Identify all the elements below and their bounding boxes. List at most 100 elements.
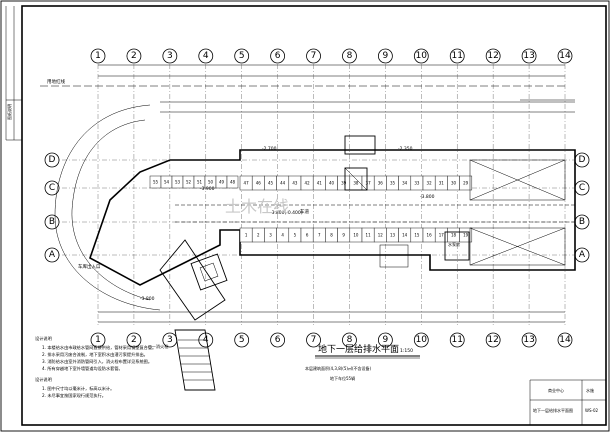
axis-top-label: 1 bbox=[95, 51, 101, 61]
parking-space-41: 41 bbox=[312, 175, 326, 191]
axis-bottom-7: 7 bbox=[306, 332, 321, 348]
parking-space-47: 47 bbox=[239, 175, 253, 191]
note-item-6: 2. 未尽事宜按国家现行规范执行。 bbox=[42, 392, 106, 399]
axis-top-label: 3 bbox=[167, 51, 173, 61]
parking-space-45: 45 bbox=[264, 175, 277, 191]
subtitle-note: 本层建筑面积(4,3,8)(5)㎡(不含设备) bbox=[305, 365, 372, 371]
axis-top-9: 9 bbox=[377, 48, 393, 64]
parking-space-number: 51 bbox=[197, 180, 203, 185]
axis-bottom-label: 10 bbox=[416, 335, 428, 345]
parking-space-34: 34 bbox=[398, 175, 412, 191]
parking-space-number: 31 bbox=[439, 181, 445, 186]
parking-space-49: 49 bbox=[215, 175, 228, 189]
parking-space-number: 11 bbox=[366, 233, 372, 238]
axis-top-2: 2 bbox=[126, 48, 142, 64]
parking-space-17: 17 bbox=[434, 227, 448, 243]
note-item-5: 1. 图中尺寸均以毫米计，标高以米计。 bbox=[42, 385, 114, 392]
axis-top-label: 6 bbox=[275, 51, 281, 61]
axis-grid bbox=[52, 64, 582, 325]
watermark: 土木在线 bbox=[225, 197, 289, 216]
parking-space-35: 35 bbox=[386, 175, 399, 191]
parking-space-53: 53 bbox=[171, 175, 184, 189]
axis-top-7: 7 bbox=[306, 48, 321, 64]
stair-core-1 bbox=[344, 167, 368, 191]
parking-space-number: 43 bbox=[292, 181, 298, 186]
parking-space-number: 50 bbox=[208, 180, 214, 185]
axis-top-12: 12 bbox=[485, 48, 501, 64]
parking-space-number: 38 bbox=[353, 181, 359, 186]
parking-space-number: 33 bbox=[414, 181, 420, 186]
axis-right-label: D bbox=[579, 155, 586, 165]
parking-space-number: 6 bbox=[306, 233, 309, 238]
axis-top-label: 11 bbox=[452, 51, 463, 61]
axis-top-8: 8 bbox=[342, 48, 357, 64]
axis-top-label: 5 bbox=[239, 51, 245, 61]
parking-space-8: 8 bbox=[325, 227, 338, 243]
axis-top-label: 14 bbox=[559, 51, 571, 61]
parking-space-number: 7 bbox=[318, 233, 321, 238]
parking-space-number: 18 bbox=[451, 233, 457, 238]
parking-space-52: 52 bbox=[182, 175, 195, 189]
parking-space-46: 46 bbox=[251, 175, 265, 191]
parking-space-number: 48 bbox=[230, 180, 236, 185]
title-block-project: 商业中心 bbox=[548, 387, 564, 393]
ramp-core bbox=[190, 253, 228, 291]
elev-label-4: -3.800 bbox=[420, 194, 435, 200]
parking-space-29: 29 bbox=[459, 175, 473, 191]
parking-space-55: 55 bbox=[149, 175, 162, 189]
parking-space-9: 9 bbox=[337, 227, 351, 243]
parking-space-number: 42 bbox=[305, 181, 311, 186]
lane-label: 车道 bbox=[300, 208, 309, 215]
axis-bottom-label: 3 bbox=[167, 335, 173, 345]
parking-space-11: 11 bbox=[361, 227, 375, 243]
entrance-stairs bbox=[174, 329, 216, 391]
parking-space-14: 14 bbox=[398, 227, 412, 243]
title-block: 商业中心 地下一层给排水平面图 水施 WS-02 bbox=[529, 379, 606, 425]
axis-bottom-label: 2 bbox=[131, 335, 137, 345]
axis-bottom-label: 14 bbox=[559, 335, 571, 345]
axis-right-label: C bbox=[579, 183, 585, 193]
note-item-2: 2. 排水采用污废合流制，地下室积水由潜污泵提升排出。 bbox=[42, 351, 148, 358]
axis-top-5: 5 bbox=[234, 48, 250, 64]
elev-label-6: -3.800 bbox=[140, 296, 155, 302]
axis-bottom-label: 7 bbox=[311, 335, 317, 345]
equipment-room-label: 水泵房 bbox=[448, 241, 460, 247]
axis-bottom-label: 13 bbox=[523, 335, 534, 345]
axis-bottom-label: 8 bbox=[347, 335, 353, 345]
parking-space-number: 46 bbox=[256, 181, 262, 186]
axis-bottom-2: 2 bbox=[126, 332, 142, 348]
axis-top-11: 11 bbox=[449, 48, 465, 64]
parking-space-number: 41 bbox=[317, 181, 323, 186]
entrance-label: 车库出入口 bbox=[78, 263, 101, 270]
notes-heading-1: 设计说明 bbox=[35, 335, 52, 342]
parking-space-number: 36 bbox=[378, 181, 384, 186]
elev-label-1: -2.700 bbox=[262, 146, 277, 152]
axis-bottom-label: 1 bbox=[95, 335, 101, 345]
parking-space-5: 5 bbox=[288, 227, 302, 243]
note-item-1: 1. 本楼给水由市政给水管网直接供给，管材采用钢塑复合管。 bbox=[42, 344, 156, 351]
elev-label-5: -3.800(-0.400) bbox=[270, 210, 303, 216]
parking-space-number: 32 bbox=[427, 181, 433, 186]
axis-bottom-label: 9 bbox=[383, 335, 389, 345]
left-strip-label: 图纸说明 bbox=[6, 104, 12, 120]
parking-space-number: 40 bbox=[329, 181, 335, 186]
axis-bottom-label: 6 bbox=[275, 335, 281, 345]
axis-bottom-6: 6 bbox=[270, 332, 286, 348]
parking-space-number: 34 bbox=[402, 181, 408, 186]
parking-space-39: 39 bbox=[337, 175, 351, 191]
parking-space-number: 9 bbox=[342, 233, 345, 238]
parking-space-number: 19 bbox=[463, 233, 469, 238]
parking-space-number: 15 bbox=[414, 233, 420, 238]
design-notes: 设计说明 1. 本楼给水由市政给水管网直接供给，管材采用钢塑复合管。 2. 排水… bbox=[35, 335, 169, 399]
parking-space-number: 14 bbox=[402, 233, 408, 238]
note-item-3: 3. 消防给水由室外消防管网引入，消火栓布置详见系统图。 bbox=[42, 358, 152, 365]
axis-right-D: D bbox=[574, 152, 590, 168]
parking-space-40: 40 bbox=[325, 175, 338, 191]
parking-space-12: 12 bbox=[373, 227, 387, 243]
elev-label-2: -2.350 bbox=[398, 146, 413, 152]
parking-space-number: 2 bbox=[257, 233, 260, 238]
